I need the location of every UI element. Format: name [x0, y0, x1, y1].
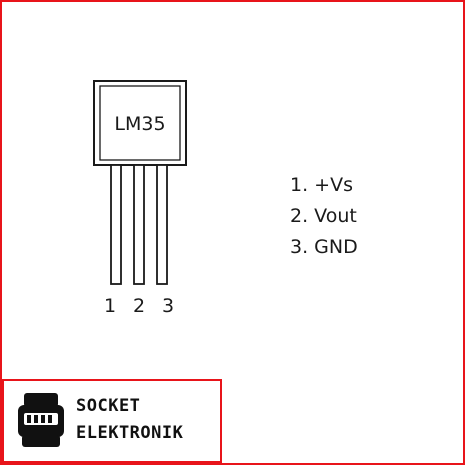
brand-name: SOCKET ELEKTRONIK	[76, 393, 183, 447]
lead-3	[156, 164, 168, 285]
pin-function-3: 3. GND	[290, 236, 358, 258]
socket-logo-icon	[18, 393, 64, 447]
brand-line-1: SOCKET	[76, 396, 141, 416]
brand-line-2: ELEKTRONIK	[76, 423, 184, 443]
pin-number-3: 3	[162, 295, 174, 317]
lead-1	[110, 164, 122, 285]
pin-function-2: 2. Vout	[290, 205, 357, 227]
chip-face	[99, 85, 181, 161]
lead-2	[133, 164, 145, 285]
pin-number-2: 2	[133, 295, 145, 317]
pin-function-1: 1. +Vs	[290, 174, 353, 196]
brand-badge: SOCKET ELEKTRONIK	[2, 379, 222, 463]
pin-function-list: 1. +Vs 2. Vout 3. GND	[290, 170, 358, 263]
chip-label: LM35	[114, 113, 165, 135]
pin-number-1: 1	[104, 295, 116, 317]
